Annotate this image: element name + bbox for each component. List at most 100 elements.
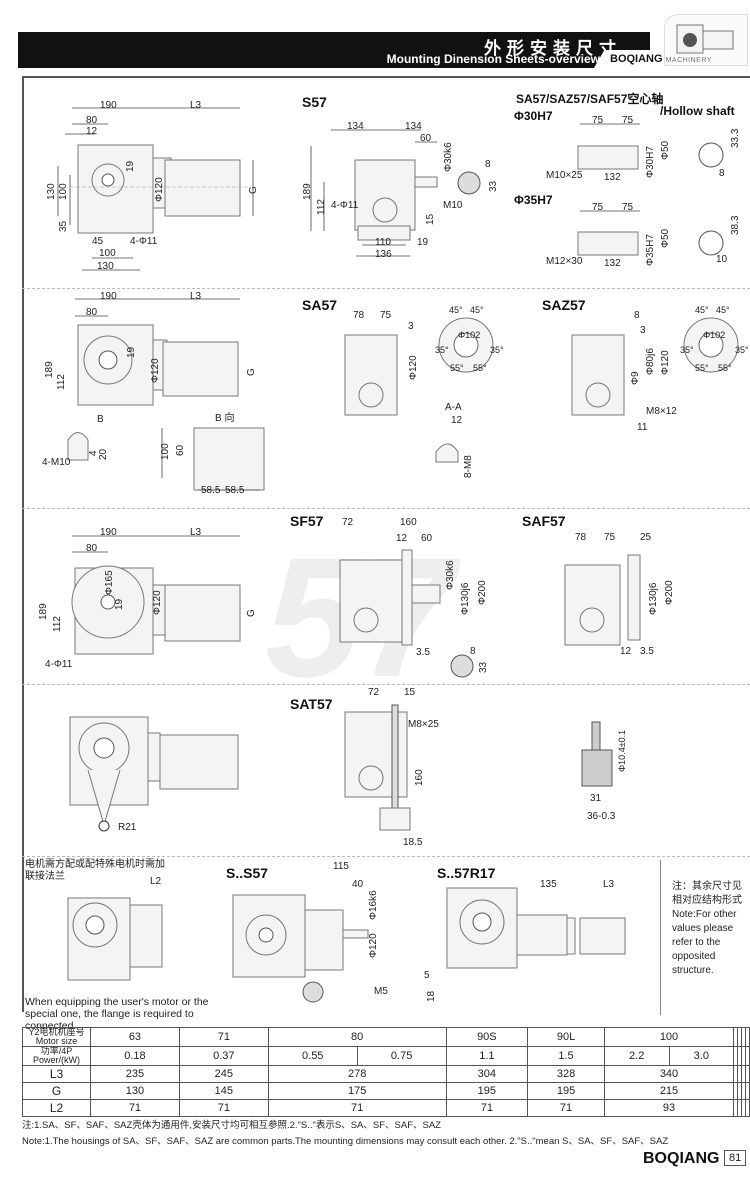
row-label-l3: L3 xyxy=(22,1065,91,1083)
dim-label: 58.5 xyxy=(201,485,221,496)
table-cell: 145 xyxy=(178,1082,269,1100)
dim-label: 35° xyxy=(435,345,449,355)
section-divider xyxy=(22,684,750,685)
dim-label: 80 xyxy=(86,543,98,554)
dim-label: 35° xyxy=(490,345,504,355)
table-cell: 278 xyxy=(267,1065,447,1083)
dim-label: 19 xyxy=(417,237,429,248)
dim-label: 36-0.3 xyxy=(587,811,616,822)
section-title-sa57: SA57 xyxy=(302,297,338,313)
dim-label: B xyxy=(97,414,104,425)
dim-label: 55° xyxy=(695,363,709,373)
table-row: G 130 145 175 195 195 215 xyxy=(22,1082,750,1100)
table-cell-empty xyxy=(744,1065,750,1083)
dim-label: 10 xyxy=(716,254,728,265)
dim-label: 8 xyxy=(719,168,725,179)
section-divider xyxy=(22,288,750,289)
dim-label: 135 xyxy=(540,879,557,890)
table-cell: 304 xyxy=(445,1065,529,1083)
table-cell: 71 xyxy=(178,1099,269,1117)
dim-label: M8×12 xyxy=(646,406,677,417)
dim-label: 12 xyxy=(620,646,632,657)
section-title-ss57: S..S57 xyxy=(226,865,269,881)
dim-label: 75 xyxy=(592,115,604,126)
drawing-frame xyxy=(22,76,750,1012)
table-cell: 328 xyxy=(527,1065,605,1083)
dim-label: 134 xyxy=(405,121,422,132)
dim-label: 136 xyxy=(375,249,392,260)
table-cell: 63 xyxy=(90,1027,180,1047)
dim-label: 8 xyxy=(634,310,640,321)
dim-label: 45° xyxy=(716,305,730,315)
hollow-35-label: Φ35H7 xyxy=(514,193,553,207)
dim-label: 18.5 xyxy=(403,837,423,848)
dim-label: 132 xyxy=(604,172,621,183)
dim-label: 12 xyxy=(86,126,98,137)
table-cell: 1.5 xyxy=(527,1046,605,1066)
row-label-g: G xyxy=(22,1082,91,1100)
table-cell: 0.18 xyxy=(90,1046,180,1066)
table-cell: 90S xyxy=(445,1027,529,1047)
side-note: 注：其余尺寸见相对应结构形式 Note:For other values ple… xyxy=(672,880,748,978)
table-cell: 0.55 xyxy=(267,1046,358,1066)
table-cell: 1.1 xyxy=(445,1046,529,1066)
dim-label: M10 xyxy=(443,200,463,211)
dim-label: 130 xyxy=(97,261,114,272)
table-cell: 340 xyxy=(603,1065,735,1083)
dim-label: Φ102 xyxy=(458,330,481,340)
table-cell: 100 xyxy=(603,1027,735,1047)
table-cell: 71 xyxy=(527,1099,605,1117)
dim-label: 190 xyxy=(100,291,117,302)
dim-label: 3.5 xyxy=(416,647,430,658)
section-title-hollow: SA57/SAZ57/SAF57空心轴 xyxy=(516,92,664,106)
dim-label: Φ102 xyxy=(703,330,726,340)
section-divider xyxy=(22,856,750,857)
dim-label: 3.5 xyxy=(640,646,654,657)
dim-label: 45° xyxy=(695,305,709,315)
dim-label: 3 xyxy=(408,321,414,332)
section-title-saf57: SAF57 xyxy=(522,513,566,529)
table-cell: 71 xyxy=(445,1099,529,1117)
dim-label: 60 xyxy=(420,133,432,144)
dim-label: 80 xyxy=(86,115,98,126)
header-title-en: Mounting Dinension Sheets-overview xyxy=(386,52,600,66)
dim-label: 12 xyxy=(396,533,408,544)
side-note-cn: 注：其余尺寸见相对应结构形式 xyxy=(672,881,742,906)
dim-label: 100 xyxy=(99,248,116,259)
table-cell: 90L xyxy=(527,1027,605,1047)
dim-label: 8 xyxy=(470,646,476,657)
footer-brand: BOQIANG xyxy=(643,1150,720,1167)
dim-label: 80 xyxy=(86,307,98,318)
table-cell: 245 xyxy=(178,1065,269,1083)
dim-label: Φ120 xyxy=(368,933,379,958)
note-en: Note:1.The housings of SA、SF、SAF、SAZ are… xyxy=(22,1136,669,1147)
dim-label: L3 xyxy=(603,879,615,890)
table-row: L3 235 245 278 304 328 340 xyxy=(22,1065,750,1083)
dim-label: 18 xyxy=(426,990,437,1002)
table-cell-empty xyxy=(744,1082,750,1100)
dim-label: 11 xyxy=(637,422,648,433)
dim-label: 8 xyxy=(485,159,491,170)
dim-label: Φ16k6 xyxy=(368,890,379,920)
table-cell: 215 xyxy=(603,1082,735,1100)
dim-label: 4-Φ11 xyxy=(130,236,158,247)
dim-label: 75 xyxy=(604,532,616,543)
table-cell-empty xyxy=(744,1046,750,1066)
dim-label: 4-Φ11 xyxy=(331,200,359,211)
table-cell: 130 xyxy=(90,1082,180,1100)
dim-label: A-A xyxy=(445,402,462,413)
section-subtitle-hollow: /Hollow shaft xyxy=(660,104,735,118)
table-cell: 195 xyxy=(527,1082,605,1100)
gear-motor-icon xyxy=(676,24,734,54)
dim-label: 55° xyxy=(450,363,464,373)
dim-label: L3 xyxy=(190,527,202,538)
dim-label: L3 xyxy=(190,100,202,111)
dim-label: L2 xyxy=(150,876,162,887)
dim-label: B 向 xyxy=(215,413,235,424)
